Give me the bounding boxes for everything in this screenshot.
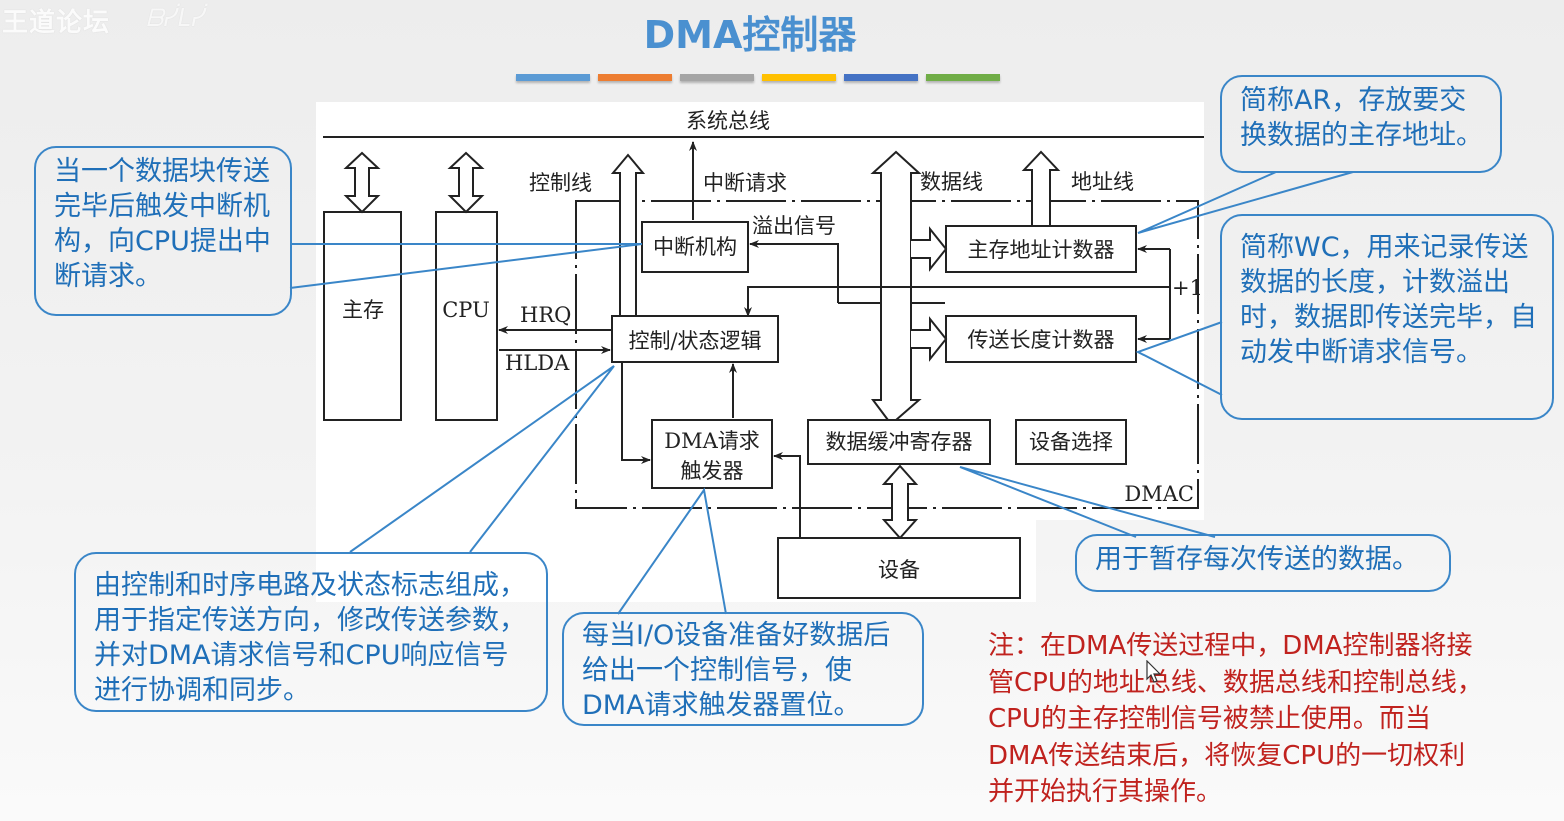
plus-one-label: +1: [1172, 276, 1203, 300]
cpu-label: CPU: [442, 298, 490, 322]
ar-input-arrow-icon: [911, 226, 948, 272]
ar-callout-pointer: [1137, 171, 1354, 234]
dma-trigger-box: [651, 419, 773, 489]
accent-bar: [844, 74, 918, 81]
dma-trigger-label-line2: 触发器: [681, 459, 744, 483]
control-logic-label: 控制/状态逻辑: [628, 329, 761, 353]
control-logic-box: [611, 315, 779, 363]
ar-box: [945, 225, 1137, 273]
control-line-arrow-icon: [610, 153, 646, 340]
accent-bar: [516, 74, 590, 81]
accent-bar: [598, 74, 672, 81]
data-buffer-box: [807, 419, 991, 465]
note-text: 注：在DMA传送过程中，DMA控制器将接管CPU的地址总线、数据总线和控制总线，…: [988, 631, 1483, 807]
hlda-label: HLDA: [505, 351, 570, 375]
device-label: 设备: [878, 558, 920, 582]
interrupt-unit-box: [641, 221, 749, 273]
system-bus-label: 系统总线: [686, 109, 770, 133]
device-select-box: [1015, 419, 1127, 465]
address-line-arrow-icon: [1021, 150, 1061, 226]
device-select-label: 设备选择: [1029, 430, 1113, 454]
overflow-signal-label: 溢出信号: [752, 214, 836, 238]
accent-bar: [926, 74, 1000, 81]
ar-label: 主存地址计数器: [968, 238, 1115, 262]
device-to-trigger-line: [773, 452, 801, 538]
control-logic-callout-pointer: [349, 365, 615, 553]
wc-callout-pointer: [1135, 321, 1223, 396]
wc-input-arrow-icon: [911, 316, 948, 362]
memory-bus-arrow-icon: [343, 151, 381, 214]
dma-trigger-label-line1: DMA请求: [664, 429, 760, 453]
ar-callout: 简称AR，存放要交换数据的主存地址。: [1220, 75, 1502, 173]
interrupt-callout-pointer: [289, 243, 643, 289]
bilibili-logo-icon: ᗷᓰᒪᓰ: [146, 4, 206, 32]
accent-bar: [680, 74, 754, 81]
accent-bars: [516, 74, 1000, 81]
interrupt-request-label: 中断请求: [703, 171, 787, 195]
mouse-cursor-icon: [1146, 660, 1162, 683]
interrupt-callout: 当一个数据块传送完毕后触发中断机构，向CPU提出中断请求。: [34, 146, 292, 316]
control-line-label: 控制线: [529, 171, 592, 195]
dmac-label: DMAC: [1124, 482, 1194, 506]
trigger-callout-pointer: [617, 487, 727, 615]
dmac-boundary: [575, 200, 1199, 509]
device-box: [777, 537, 1021, 599]
data-line-label: 数据线: [920, 170, 983, 194]
increment-to-logic-line: [744, 286, 1170, 317]
interrupt-unit-label: 中断机构: [653, 235, 737, 259]
cpu-bus-arrow-icon: [447, 151, 485, 214]
address-line-label: 地址线: [1071, 170, 1134, 194]
logic-to-trigger-line: [621, 362, 651, 464]
data-buffer-label: 数据缓冲寄存器: [826, 430, 973, 454]
overflow-signal-line: [749, 240, 839, 303]
wc-callout: 简称WC，用来记录传送数据的长度，计数溢出时，数据即传送完毕，自动发中断请求信号…: [1220, 214, 1554, 420]
hrq-label: HRQ: [520, 303, 571, 327]
wc-box: [945, 315, 1137, 363]
accent-bar: [762, 74, 836, 81]
watermark-text: 王道论坛: [2, 8, 111, 38]
control-logic-callout: 由控制和时序电路及状态标志组成，用于指定传送方向，修改传送参数，并对DMA请求信…: [74, 552, 548, 712]
memory-label: 主存: [342, 298, 384, 322]
buffer-callout: 用于暂存每次传送的数据。: [1075, 534, 1451, 592]
wc-label: 传送长度计数器: [968, 328, 1115, 352]
cpu-box: [435, 211, 498, 421]
buffer-callout-pointer: [959, 466, 1216, 538]
trigger-callout: 每当I/O设备准备好数据后给出一个控制信号，使DMA请求触发器置位。: [562, 612, 924, 726]
page-title: DMA控制器: [643, 13, 857, 57]
